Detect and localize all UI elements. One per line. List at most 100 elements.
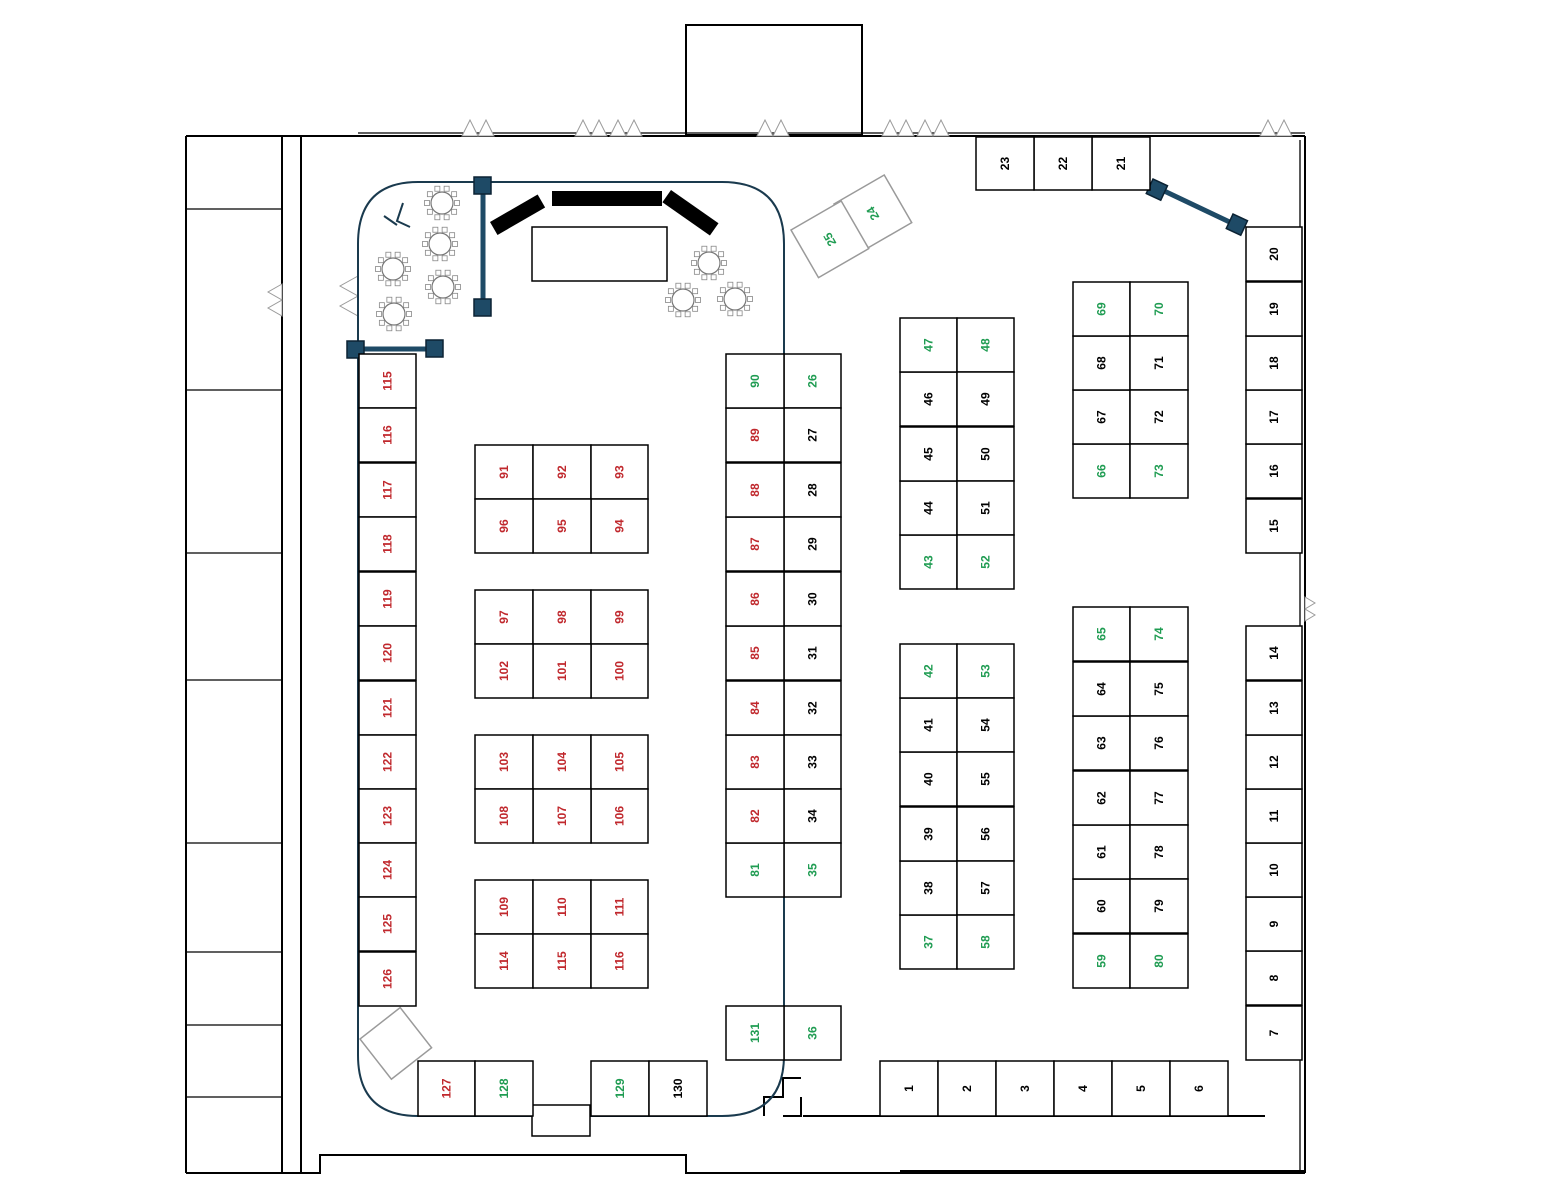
booth-box[interactable] [1245, 498, 1303, 554]
booth-57[interactable]: 57 [956, 860, 1015, 916]
booth-20[interactable]: 20 [1245, 226, 1303, 282]
booth-127[interactable]: 127 [417, 1060, 476, 1117]
booth-box[interactable] [783, 407, 842, 463]
booth-124[interactable]: 124 [358, 842, 417, 898]
booth-box[interactable] [474, 498, 534, 554]
booth-box[interactable] [358, 734, 417, 790]
booth-box[interactable] [1129, 335, 1189, 391]
booth-box[interactable] [590, 589, 649, 645]
booth-box[interactable] [1072, 661, 1131, 717]
booth-box[interactable] [899, 480, 958, 536]
booth-63[interactable]: 63 [1072, 715, 1131, 771]
booth-box[interactable] [1111, 1060, 1171, 1117]
booth-box[interactable] [1129, 878, 1189, 934]
booth-21[interactable]: 21 [1091, 136, 1151, 191]
booth-105[interactable]: 105 [590, 734, 649, 790]
booth-box[interactable] [995, 1060, 1055, 1117]
booth-box[interactable] [899, 914, 958, 970]
booth-box[interactable] [1245, 896, 1303, 952]
booth-box[interactable] [899, 534, 958, 590]
booth-130[interactable]: 130 [648, 1060, 708, 1117]
booth-121[interactable]: 121 [358, 680, 417, 736]
booth-84[interactable]: 84 [725, 680, 785, 736]
booth-box[interactable] [1129, 661, 1189, 717]
booth-22[interactable]: 22 [1033, 136, 1093, 191]
booth-box[interactable] [975, 136, 1035, 191]
booth-70[interactable]: 70 [1129, 281, 1189, 337]
booth-5[interactable]: 5 [1111, 1060, 1171, 1117]
booth-100[interactable]: 100 [590, 643, 649, 699]
booth-25[interactable]: 25 [789, 199, 870, 279]
booth-42[interactable]: 42 [899, 643, 958, 699]
booth-box[interactable] [725, 462, 785, 518]
booth-box[interactable] [783, 353, 842, 409]
booth-39[interactable]: 39 [899, 806, 958, 862]
booth-box[interactable] [725, 353, 785, 409]
booth-75[interactable]: 75 [1129, 661, 1189, 717]
booth-14[interactable]: 14 [1245, 625, 1303, 681]
booth-box[interactable] [358, 896, 417, 952]
booth-86[interactable]: 86 [725, 571, 785, 627]
booth-74[interactable]: 74 [1129, 606, 1189, 662]
booth-33[interactable]: 33 [783, 734, 842, 790]
booth-89[interactable]: 89 [725, 407, 785, 463]
booth-box[interactable] [1245, 443, 1303, 499]
booth-23[interactable]: 23 [975, 136, 1035, 191]
booth-box[interactable] [590, 643, 649, 699]
booth-72[interactable]: 72 [1129, 389, 1189, 445]
booth-box[interactable] [532, 643, 592, 699]
booth-box[interactable] [1072, 389, 1131, 445]
booth-8[interactable]: 8 [1245, 950, 1303, 1006]
booth-box[interactable] [956, 317, 1015, 373]
booth-box[interactable] [590, 788, 649, 844]
booth-115[interactable]: 115 [532, 933, 592, 989]
booth-44[interactable]: 44 [899, 480, 958, 536]
booth-66[interactable]: 66 [1072, 443, 1131, 499]
booth-box[interactable] [1091, 136, 1151, 191]
booth-box[interactable] [783, 516, 842, 572]
booth-125[interactable]: 125 [358, 896, 417, 952]
booth-box[interactable] [956, 426, 1015, 482]
booth-2[interactable]: 2 [937, 1060, 997, 1117]
booth-83[interactable]: 83 [725, 734, 785, 790]
booth-54[interactable]: 54 [956, 697, 1015, 753]
booth-46[interactable]: 46 [899, 371, 958, 427]
booth-35[interactable]: 35 [783, 842, 842, 898]
booth-box[interactable] [590, 879, 649, 935]
booth-box[interactable] [1072, 715, 1131, 771]
booth-box[interactable] [956, 860, 1015, 916]
booth-box[interactable] [590, 1060, 650, 1117]
booth-13[interactable]: 13 [1245, 680, 1303, 736]
booth-box[interactable] [899, 643, 958, 699]
booth-43[interactable]: 43 [899, 534, 958, 590]
booth-box[interactable] [1245, 680, 1303, 736]
booth-126[interactable]: 126 [358, 951, 417, 1007]
booth-87[interactable]: 87 [725, 516, 785, 572]
booth-52[interactable]: 52 [956, 534, 1015, 590]
booth-122[interactable]: 122 [358, 734, 417, 790]
booth-64[interactable]: 64 [1072, 661, 1131, 717]
booth-box[interactable] [358, 680, 417, 736]
booth-box[interactable] [1129, 824, 1189, 880]
booth-116[interactable]: 116 [358, 407, 417, 463]
booth-27[interactable]: 27 [783, 407, 842, 463]
booth-box[interactable] [899, 317, 958, 373]
booth-99[interactable]: 99 [590, 589, 649, 645]
booth-box[interactable] [532, 933, 592, 989]
booth-box[interactable] [1129, 770, 1189, 826]
booth-65[interactable]: 65 [1072, 606, 1131, 662]
booth-48[interactable]: 48 [956, 317, 1015, 373]
booth-box[interactable] [358, 625, 417, 681]
booth-box[interactable] [1245, 734, 1303, 790]
booth-131[interactable]: 131 [725, 1005, 785, 1061]
booth-10[interactable]: 10 [1245, 842, 1303, 898]
booth-box[interactable] [1129, 389, 1189, 445]
booth-45[interactable]: 45 [899, 426, 958, 482]
booth-118[interactable]: 118 [358, 516, 417, 572]
booth-51[interactable]: 51 [956, 480, 1015, 536]
booth-box[interactable] [725, 571, 785, 627]
booth-box[interactable] [532, 734, 592, 790]
booth-81[interactable]: 81 [725, 842, 785, 898]
booth-box[interactable] [1129, 443, 1189, 499]
booth-93[interactable]: 93 [590, 444, 649, 500]
